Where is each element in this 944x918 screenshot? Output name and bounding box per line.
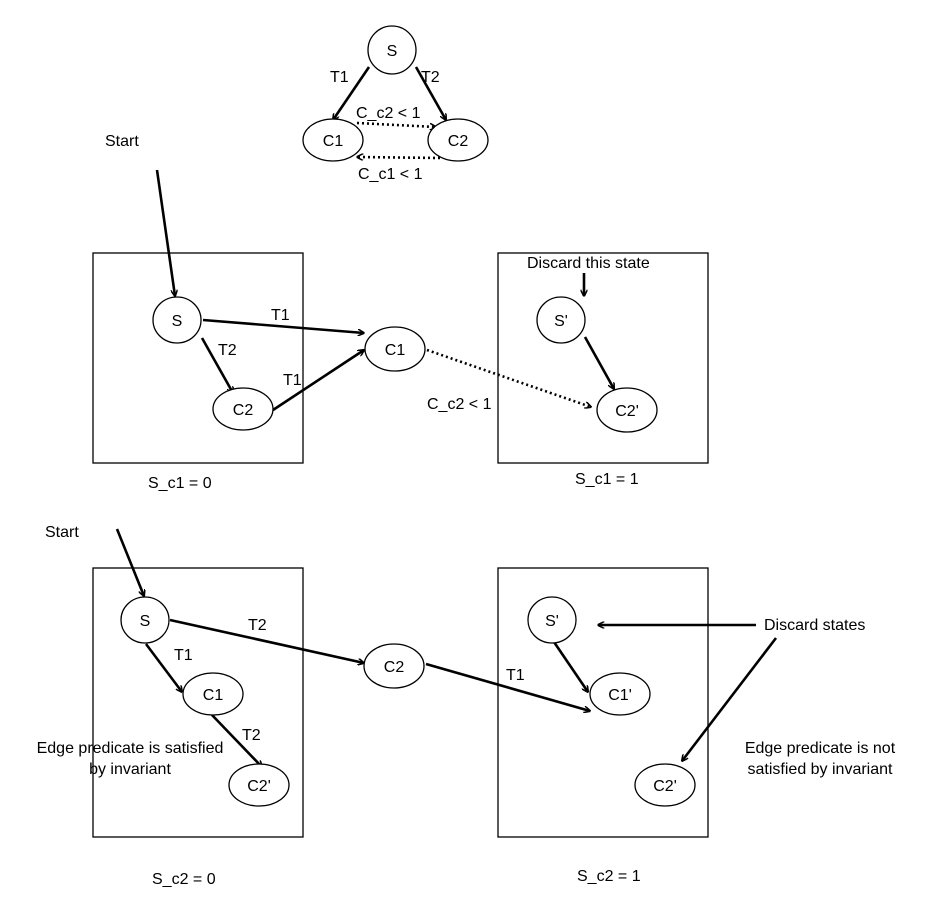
middle-edge-t1-bottom-label: T1 <box>283 372 302 389</box>
middle-edge-sprime-c2prime <box>583 336 614 389</box>
bottom-node-c2prime-right-label: C2' <box>653 778 677 795</box>
bottom-edge-sprime-c1prime <box>552 641 588 692</box>
middle-left-box <box>92 252 304 464</box>
middle-node-c2prime <box>596 387 658 433</box>
bottom-edge-s-c2 <box>169 618 364 663</box>
bottom-edge-c2-c1prime <box>425 662 590 711</box>
bottom-start-arrow <box>115 528 144 596</box>
bottom-right-note-line2: satisfied by invariant <box>748 761 894 778</box>
top-pred-c2-label: C_c2 < 1 <box>356 105 421 122</box>
middle-node-c1 <box>364 326 426 372</box>
bottom-discard-arrow-c2prime <box>682 637 778 761</box>
middle-edge-s-c1 <box>202 318 364 333</box>
bottom-node-s-label: S <box>140 613 151 630</box>
bottom-edge-s-c1 <box>144 643 182 692</box>
middle-node-c2-label: C2 <box>233 402 254 419</box>
bottom-node-c1prime <box>589 672 651 716</box>
bottom-node-s <box>120 596 170 644</box>
middle-section: Start S C2 C1 S' C2' T1 T2 T1 C_c2 < 1 D… <box>92 133 709 492</box>
top-edge-t2-label: T2 <box>421 69 440 86</box>
middle-edge-c1-c2prime-dotted <box>426 348 591 407</box>
bottom-edge-t2-top-label: T2 <box>248 617 267 634</box>
bottom-node-c1prime-label: C1' <box>608 687 632 704</box>
top-edge-s-c1 <box>333 66 371 120</box>
top-edge-t1-label: T1 <box>330 69 349 86</box>
bottom-discard-label: Discard states <box>764 617 865 634</box>
bottom-node-c2prime-left-label: C2' <box>247 778 271 795</box>
bottom-right-box <box>497 567 709 838</box>
middle-node-c2prime-label: C2' <box>615 403 639 420</box>
bottom-node-c2prime-right <box>634 763 696 807</box>
middle-start-arrow <box>155 169 175 296</box>
top-pred-c1-label: C_c1 < 1 <box>358 166 423 183</box>
bottom-node-c2 <box>363 643 425 689</box>
middle-edge-t2-label: T2 <box>218 342 237 359</box>
middle-edge-t1-top-label: T1 <box>271 307 290 324</box>
bottom-edge-t1-left-label: T1 <box>174 647 193 664</box>
middle-node-c2 <box>212 387 274 431</box>
middle-edge-c2-c1 <box>272 350 364 412</box>
bottom-node-c2prime-left <box>228 763 290 807</box>
top-graph: S C1 C2 T1 T2 C_c2 < 1 C_c1 < 1 <box>302 25 489 183</box>
bottom-edge-t1-right-label: T1 <box>506 667 525 684</box>
middle-left-caption: S_c1 = 0 <box>148 475 212 492</box>
middle-right-box <box>497 252 709 464</box>
middle-start-label: Start <box>105 133 139 150</box>
middle-edge-s-c2 <box>200 337 233 393</box>
top-edge-c2-c1-dotted <box>357 157 441 158</box>
bottom-right-caption: S_c2 = 1 <box>577 868 641 885</box>
middle-node-sprime <box>536 296 586 344</box>
top-node-c1 <box>302 118 364 162</box>
top-edge-s-c2 <box>414 66 446 120</box>
top-node-s-label: S <box>387 43 398 60</box>
top-node-c2-label: C2 <box>448 133 469 150</box>
middle-node-c1-label: C1 <box>385 342 406 359</box>
bottom-left-note-line1: Edge predicate is satisfied <box>37 740 224 757</box>
top-node-c2 <box>427 118 489 162</box>
bottom-left-caption: S_c2 = 0 <box>152 871 216 888</box>
middle-pred-label: C_c2 < 1 <box>427 396 492 413</box>
bottom-edge-c1-c2prime <box>211 714 262 767</box>
middle-node-sprime-label: S' <box>554 313 568 330</box>
bottom-node-c1 <box>182 672 244 716</box>
bottom-left-note-line2: by invariant <box>89 761 171 778</box>
middle-discard-label: Discard this state <box>527 255 650 272</box>
top-node-c1-label: C1 <box>323 133 344 150</box>
bottom-left-box <box>92 567 304 838</box>
middle-node-s-label: S <box>172 313 183 330</box>
bottom-node-c2-label: C2 <box>384 659 405 676</box>
bottom-node-c1-label: C1 <box>203 687 224 704</box>
middle-node-s <box>152 296 202 344</box>
bottom-node-sprime-label: S' <box>545 613 559 630</box>
bottom-section: Start S C1 C2' C2 S' C1' C2' T2 T1 T2 T1… <box>37 524 896 888</box>
top-edge-c1-c2-dotted <box>356 121 436 127</box>
bottom-right-note-line1: Edge predicate is not <box>745 740 896 757</box>
bottom-edge-t2-left-label: T2 <box>242 727 261 744</box>
bottom-node-sprime <box>527 596 577 644</box>
middle-right-caption: S_c1 = 1 <box>575 471 639 488</box>
bottom-start-label: Start <box>45 524 79 541</box>
top-node-s <box>367 25 417 75</box>
